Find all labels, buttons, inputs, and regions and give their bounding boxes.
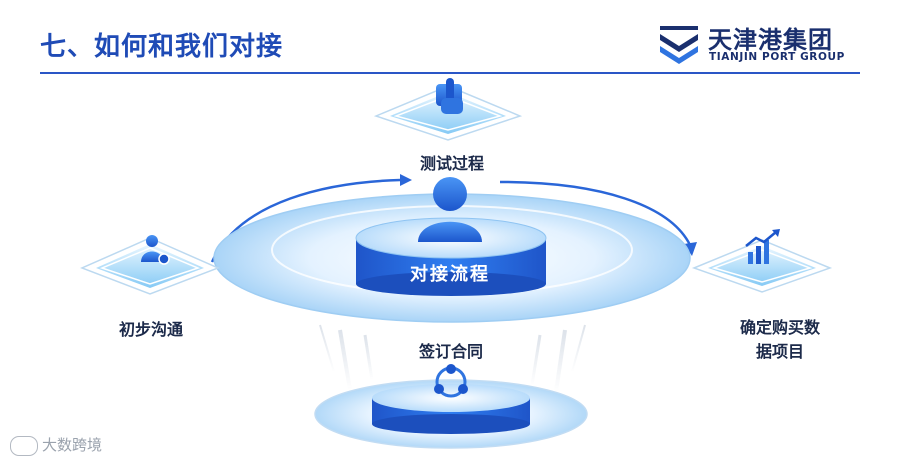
tile-confirm-purchase: [691, 239, 833, 293]
user-gear-icon: [141, 235, 170, 265]
user-icon: [418, 177, 482, 242]
watermark: 大数跨境: [10, 434, 102, 456]
watermark-text: 大数跨境: [42, 436, 103, 454]
tile-initial-communication: [80, 237, 220, 295]
step-label-confirm-purchase-line1: 确定购买数: [739, 318, 820, 337]
team-cycle-icon: [434, 364, 468, 398]
bar-chart-growth-icon: [745, 229, 780, 264]
light-rays: [319, 324, 586, 393]
center-process-label: 对接流程: [410, 264, 490, 285]
bottom-platform: [314, 379, 588, 449]
step-label-sign-contract: 签订合同: [418, 342, 483, 361]
step-label-confirm-purchase-line2: 据项目: [755, 342, 804, 361]
step-label-initial-communication: 初步沟通: [118, 320, 183, 339]
touch-hand-icon: [436, 78, 463, 114]
title-underline: [40, 72, 860, 74]
step-label-testing: 测试过程: [419, 154, 484, 173]
logo-mark-icon: [660, 26, 698, 64]
watermark-logo-icon: [10, 435, 38, 456]
step-label-confirm-purchase: 确定购买数 据项目: [720, 316, 840, 364]
page-title: 七、如何和我们对接: [40, 32, 284, 62]
company-logo: 天津港集团 TIANJIN PORT GROUP: [656, 20, 866, 66]
logo-name-cn: 天津港集团: [708, 26, 833, 54]
logo-name-en: TIANJIN PORT GROUP: [709, 51, 845, 63]
